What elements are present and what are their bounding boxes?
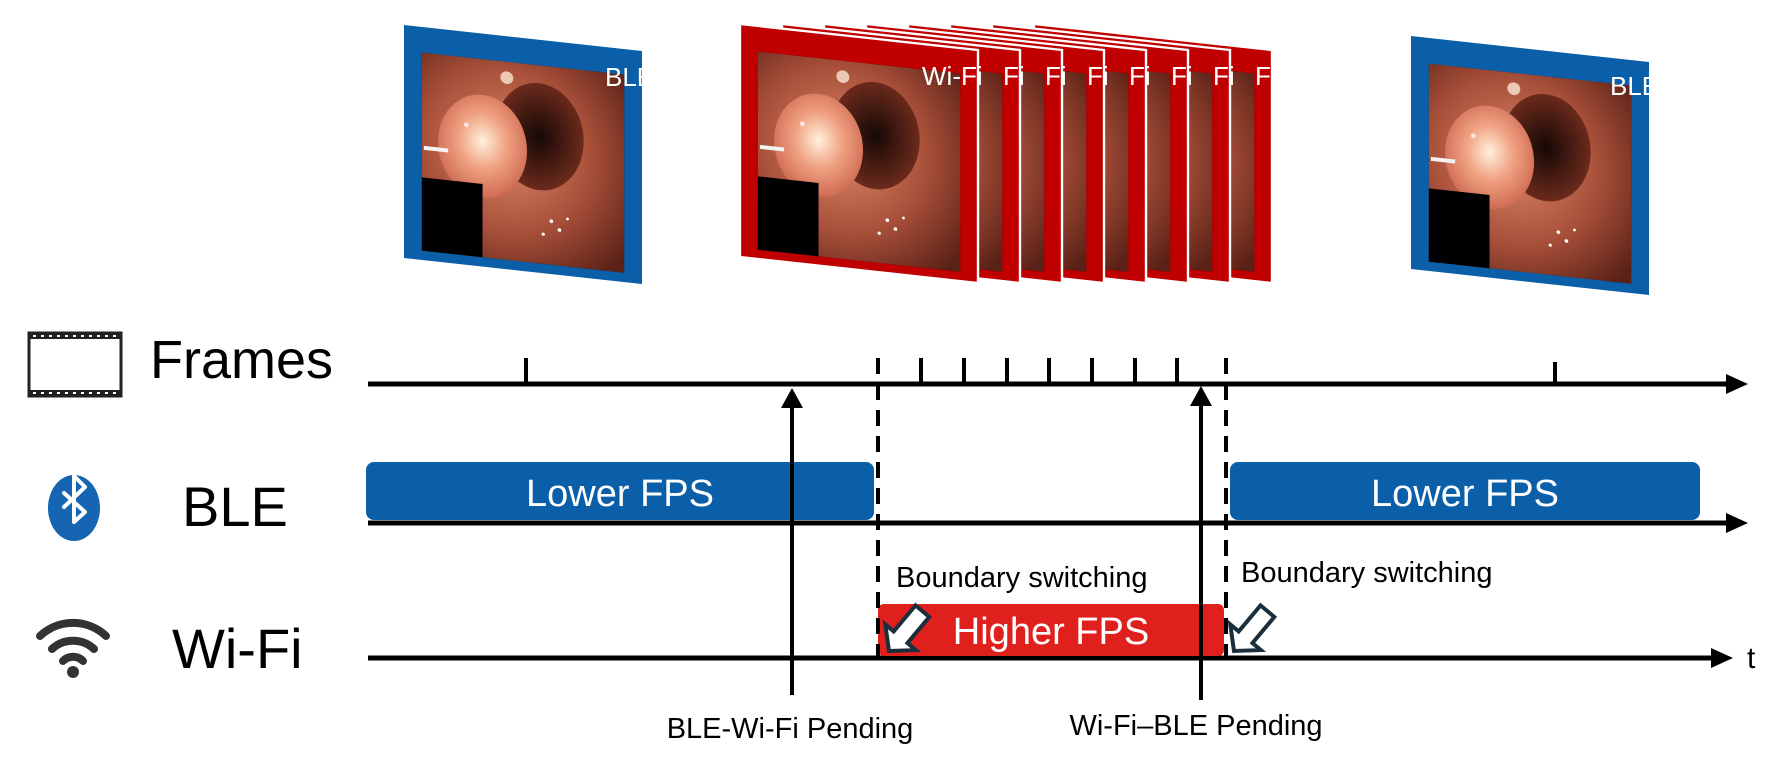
boundary-switching-label-right: Boundary switching bbox=[1241, 557, 1492, 589]
frame-tag-wifi-front: Wi-Fi bbox=[922, 61, 983, 91]
frame-tag-wifi-stack-7: Fi bbox=[1255, 61, 1277, 91]
wifi-ble-pending-label: Wi-Fi–BLE Pending bbox=[1069, 710, 1322, 742]
frame-tag-wifi-stack-5: Fi bbox=[1171, 61, 1193, 91]
ble-wifi-pending-arrow bbox=[781, 388, 803, 695]
film-strip-icon bbox=[27, 331, 123, 398]
frame-tag-ble-left: BLE bbox=[605, 62, 654, 92]
frame-tag-wifi-stack-3: Fi bbox=[1087, 61, 1109, 91]
ble-lower-fps-bar-left: Lower FPS bbox=[366, 462, 874, 520]
frame-tag-wifi-stack-1: Fi bbox=[1003, 61, 1025, 91]
wifi-bar-label: Higher FPS bbox=[953, 611, 1149, 653]
lane-label-wifi: Wi-Fi bbox=[172, 617, 303, 680]
wifi-ble-pending-arrow bbox=[1190, 386, 1212, 700]
ble-wifi-pending-label: BLE-Wi-Fi Pending bbox=[667, 713, 914, 745]
ble-lower-fps-bar-right: Lower FPS bbox=[1230, 462, 1700, 520]
frames-timeline bbox=[368, 358, 1748, 394]
time-axis-label: t bbox=[1747, 642, 1756, 675]
bluetooth-icon bbox=[48, 474, 100, 541]
frame-tag-wifi-stack-2: Fi bbox=[1045, 61, 1067, 91]
lane-label-ble: BLE bbox=[182, 475, 288, 538]
frame-tag-wifi-stack-4: Fi bbox=[1129, 61, 1151, 91]
ble-timeline bbox=[368, 513, 1748, 533]
boundary-switch-arrow-left bbox=[882, 602, 933, 654]
wifi-timeline bbox=[368, 648, 1733, 668]
wifi-higher-fps-bar: Higher FPS bbox=[878, 604, 1224, 656]
frame-tag-ble-right: BLE bbox=[1610, 71, 1659, 101]
frame-tag-wifi-stack-6: Fi bbox=[1213, 61, 1235, 91]
ble-right-bar-label: Lower FPS bbox=[1371, 473, 1559, 515]
boundary-switch-arrow-right bbox=[1227, 602, 1278, 654]
boundary-switching-label-left: Boundary switching bbox=[896, 562, 1147, 594]
ble-left-bar-label: Lower FPS bbox=[526, 473, 714, 515]
wifi-icon bbox=[36, 618, 110, 678]
lane-label-frames: Frames bbox=[150, 330, 333, 390]
